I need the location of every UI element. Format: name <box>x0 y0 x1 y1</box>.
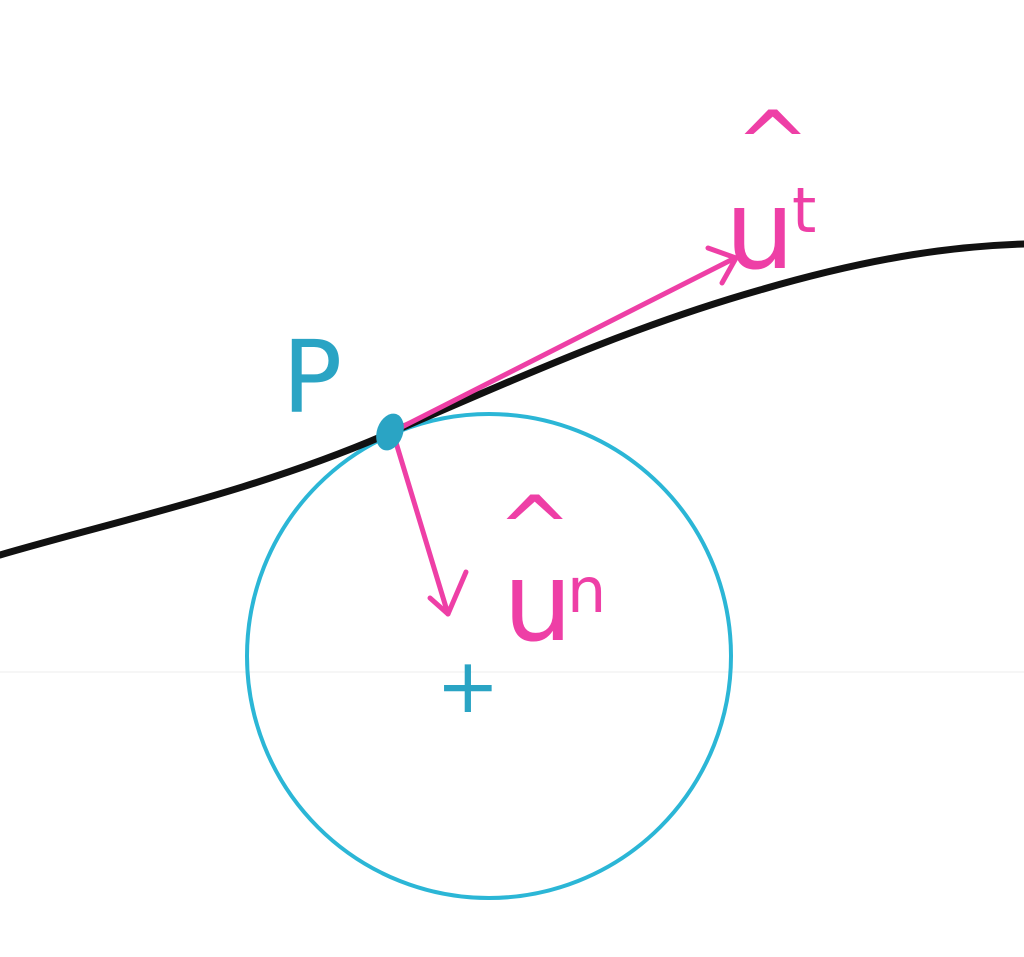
osculating-circle <box>245 412 733 900</box>
point-label: P <box>282 319 342 436</box>
normal-label: ^ u n <box>497 477 606 666</box>
arrowhead-icon <box>427 569 469 617</box>
curve <box>0 240 1024 559</box>
arrowhead-icon <box>705 245 739 286</box>
normal-label-main: u <box>503 538 573 666</box>
tangent-label-main: u <box>725 166 795 294</box>
tangent-label-subscript: t <box>792 174 816 247</box>
normal-label-subscript: n <box>567 554 606 627</box>
point-dot-icon <box>376 413 404 451</box>
tangent-vector-shaft <box>389 255 738 435</box>
center-cross-icon: + <box>436 641 500 730</box>
tangent-label: ^ u t <box>725 92 816 294</box>
tangent-vector <box>389 245 739 435</box>
normal-vector-shaft <box>391 433 451 617</box>
normal-label-hat: ^ <box>497 477 572 582</box>
normal-vector <box>391 433 469 617</box>
tangent-label-hat: ^ <box>735 92 810 197</box>
